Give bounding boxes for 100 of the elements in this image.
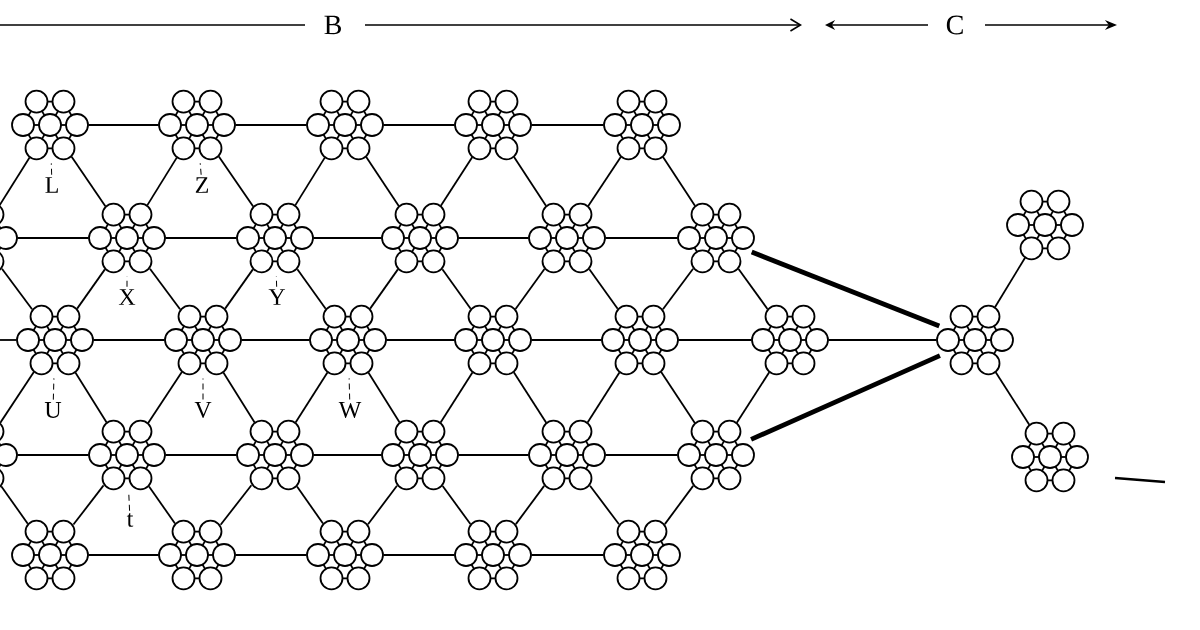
circle-cluster bbox=[1006, 189, 1084, 261]
circle-cluster bbox=[936, 304, 1014, 376]
connecting-line bbox=[514, 484, 546, 526]
circle-cluster bbox=[528, 419, 606, 491]
connecting-line bbox=[0, 485, 29, 525]
connecting-line bbox=[16, 454, 90, 456]
connecting-line bbox=[294, 156, 326, 207]
connecting-line bbox=[76, 268, 106, 310]
connecting-line bbox=[994, 371, 1031, 426]
callout-letter: X bbox=[118, 289, 136, 305]
connecting-line bbox=[530, 339, 603, 341]
connecting-line bbox=[530, 124, 605, 126]
circle-cluster bbox=[88, 419, 166, 491]
connecting-line bbox=[750, 353, 941, 442]
connecting-line bbox=[385, 339, 456, 341]
circle-cluster bbox=[158, 519, 236, 591]
dimension-label: B bbox=[324, 15, 341, 35]
connecting-line bbox=[457, 237, 530, 239]
connecting-line bbox=[164, 454, 238, 456]
connecting-line bbox=[234, 124, 308, 126]
circle-cluster bbox=[164, 304, 242, 376]
connecting-line bbox=[74, 371, 108, 424]
connecting-line bbox=[439, 371, 474, 424]
connecting-line bbox=[663, 484, 695, 526]
connecting-line bbox=[148, 485, 176, 525]
circle-cluster bbox=[677, 202, 755, 274]
connecting-line bbox=[217, 155, 255, 208]
connecting-line bbox=[441, 485, 472, 525]
circle-cluster bbox=[381, 202, 459, 274]
connecting-line bbox=[441, 268, 472, 310]
leader-line bbox=[275, 275, 278, 288]
connecting-line bbox=[530, 554, 605, 556]
connecting-line bbox=[16, 237, 90, 239]
connecting-line bbox=[312, 237, 383, 239]
leader-line bbox=[348, 377, 351, 401]
connecting-line bbox=[87, 554, 160, 556]
connecting-line bbox=[382, 554, 456, 556]
circle-cluster bbox=[309, 304, 387, 376]
circle-cluster bbox=[306, 519, 384, 591]
circle-cluster bbox=[88, 202, 166, 274]
circle-cluster bbox=[16, 304, 94, 376]
callout-letter: L bbox=[45, 177, 58, 193]
leader-line bbox=[199, 162, 202, 176]
circle-cluster bbox=[454, 519, 532, 591]
connecting-line bbox=[662, 156, 696, 207]
leader-line bbox=[202, 377, 204, 401]
connecting-line bbox=[164, 237, 238, 239]
connecting-line bbox=[312, 454, 383, 456]
circle-cluster bbox=[306, 89, 384, 161]
circle-cluster bbox=[454, 89, 532, 161]
circle-cluster bbox=[603, 89, 681, 161]
connecting-line bbox=[146, 156, 178, 207]
callout-letter: t bbox=[126, 513, 134, 527]
circle-cluster bbox=[528, 202, 606, 274]
connecting-line bbox=[296, 268, 327, 310]
connecting-line bbox=[737, 268, 769, 310]
circle-cluster bbox=[381, 419, 459, 491]
connecting-line bbox=[827, 339, 938, 341]
dimension-label: C bbox=[946, 15, 963, 35]
connecting-line bbox=[587, 156, 622, 207]
circle-cluster bbox=[11, 89, 89, 161]
connecting-line bbox=[294, 371, 329, 424]
connecting-line bbox=[0, 339, 18, 341]
connecting-line bbox=[222, 371, 256, 424]
connecting-line bbox=[219, 484, 253, 526]
circle-cluster bbox=[11, 519, 89, 591]
callout-letter: V bbox=[194, 401, 212, 419]
connecting-line bbox=[240, 339, 311, 341]
circle-cluster bbox=[751, 304, 829, 376]
connecting-line bbox=[367, 484, 398, 526]
connecting-line bbox=[660, 371, 696, 424]
callout-letter: U bbox=[44, 402, 62, 418]
circle-cluster bbox=[236, 202, 314, 274]
leader-line bbox=[128, 492, 131, 512]
connecting-line bbox=[514, 268, 546, 310]
connecting-line bbox=[662, 267, 694, 311]
connecting-line bbox=[588, 268, 619, 310]
connecting-line bbox=[604, 237, 679, 239]
callout-letter: W bbox=[338, 401, 362, 419]
connecting-line bbox=[512, 371, 548, 424]
leader-line bbox=[126, 275, 128, 288]
circle-cluster bbox=[158, 89, 236, 161]
circle-cluster bbox=[677, 419, 755, 491]
connecting-line bbox=[589, 484, 620, 526]
connecting-line bbox=[0, 156, 31, 207]
connecting-line bbox=[296, 485, 324, 525]
circle-cluster bbox=[1011, 421, 1089, 493]
connecting-line bbox=[604, 454, 679, 456]
connecting-line bbox=[367, 371, 401, 424]
circle-cluster bbox=[454, 304, 532, 376]
connecting-line bbox=[735, 371, 771, 424]
connecting-line bbox=[457, 454, 530, 456]
leader-line bbox=[52, 377, 55, 401]
connecting-line bbox=[513, 156, 547, 207]
connecting-line bbox=[70, 155, 107, 208]
connecting-line bbox=[87, 124, 160, 126]
connecting-line bbox=[149, 267, 181, 311]
connecting-line bbox=[586, 371, 621, 424]
connecting-line bbox=[369, 268, 399, 310]
connecting-line bbox=[677, 339, 753, 341]
